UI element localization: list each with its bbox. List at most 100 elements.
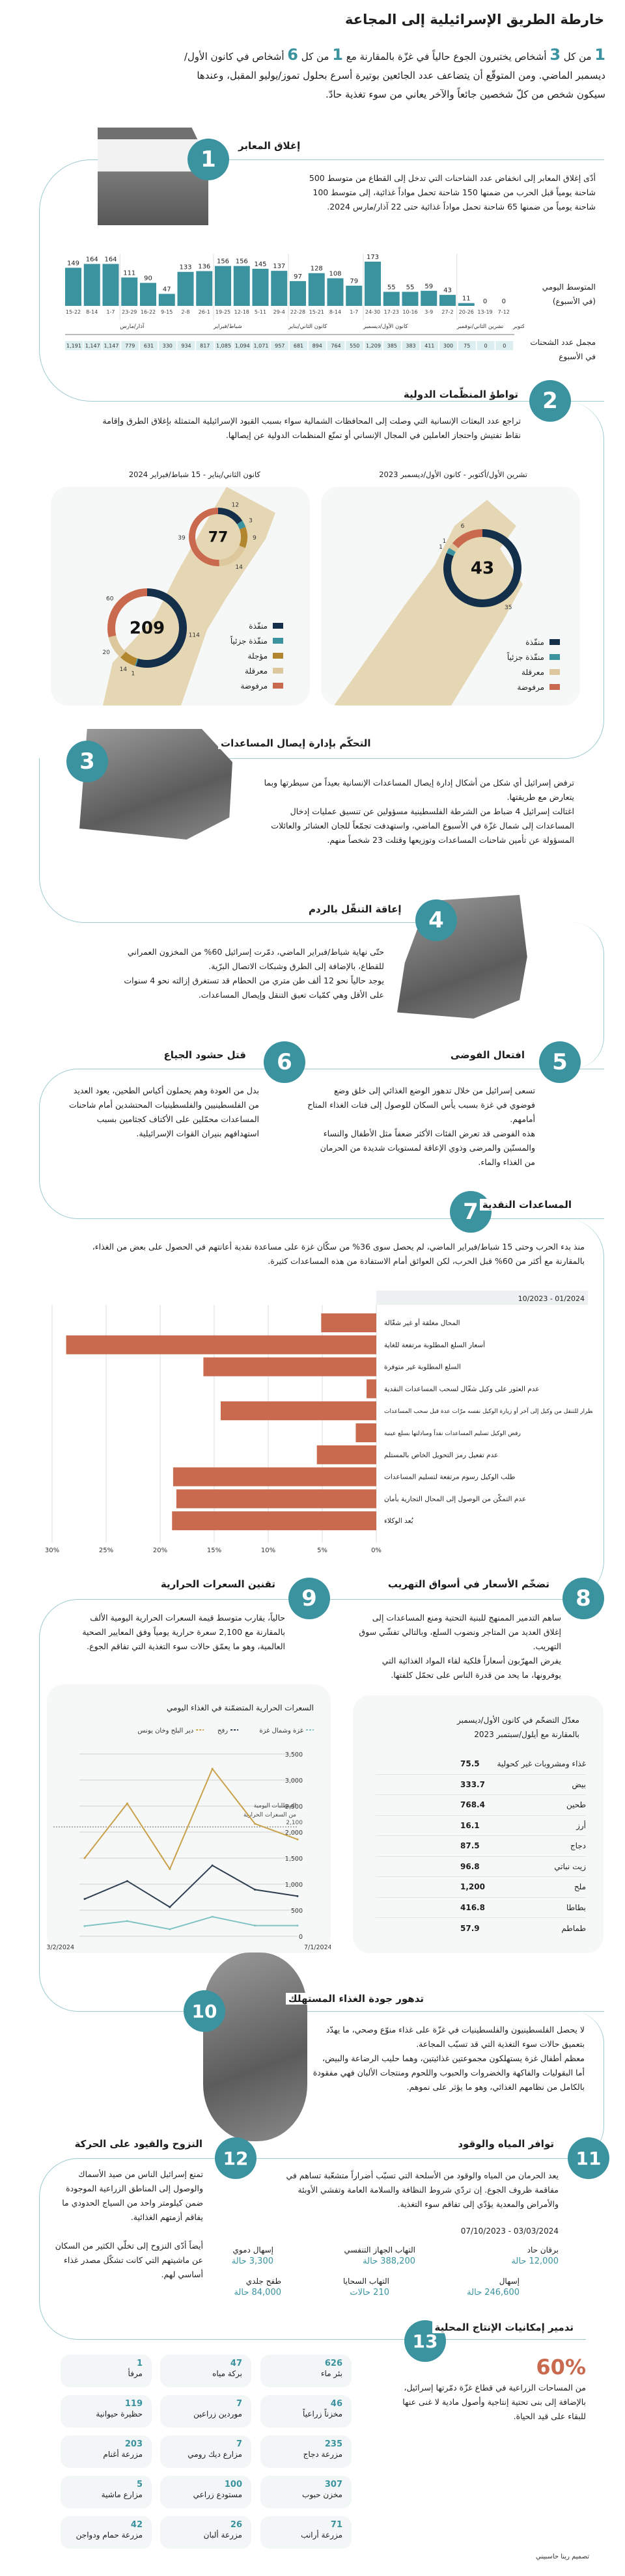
donut-slice bbox=[217, 508, 243, 525]
section-text: تسعى إسرائيل من خلال تدهور الوضع الغذائي… bbox=[307, 1084, 535, 1170]
asset-label: مزرعة دجاج bbox=[303, 2450, 342, 2459]
stat-value: 246,600 حالة bbox=[467, 2288, 520, 2297]
y-tick-label: 2,500 bbox=[285, 1803, 303, 1811]
total-cell bbox=[458, 341, 476, 350]
bar bbox=[421, 290, 438, 306]
bar-value-label: 90 bbox=[144, 275, 152, 282]
bar-value-label: 55 bbox=[387, 284, 396, 291]
total-cell bbox=[140, 341, 158, 350]
aid-truck-photo bbox=[79, 729, 232, 840]
section-text: أدّى إغلاق المعابر إلى انخفاض عدد الشاحن… bbox=[309, 173, 596, 212]
asset-label: مخزن حبوب bbox=[302, 2490, 342, 2499]
week-label: 20-26 bbox=[459, 309, 474, 315]
weekly-total-label: 411 bbox=[424, 343, 434, 349]
month-label: تشرين الأول/أكتوبر bbox=[512, 322, 524, 330]
calories-chart-panel bbox=[47, 1684, 331, 1953]
legend-swatch bbox=[549, 654, 560, 660]
paragraph: يوجد حالياً نحو 12 ألف طن متري من الحطام… bbox=[124, 976, 384, 1000]
inflation-value: 75.5 bbox=[460, 1759, 480, 1769]
total-cell bbox=[439, 341, 457, 350]
section-heading: تقنين السعرات الحرارية bbox=[158, 1578, 278, 1590]
slice-value-label: 35 bbox=[505, 605, 512, 611]
donut-total-label: 209 bbox=[130, 619, 165, 638]
frame-line bbox=[215, 2011, 604, 2159]
paragraph: هذه الفوضى قد تعرض الفئات الأكثر ضعفاً م… bbox=[320, 1129, 535, 1167]
y-tick-label: 500 bbox=[291, 1908, 303, 1915]
intro-text: أشخاص في كانون الأول/ديسمبر الماضي. ومن … bbox=[184, 51, 605, 100]
stat-value: 3,300 حالة bbox=[231, 2256, 273, 2266]
total-cell bbox=[65, 341, 83, 350]
donut-total-label: 77 bbox=[208, 529, 229, 545]
bar bbox=[439, 295, 456, 306]
legend-label: منفّذة bbox=[249, 621, 268, 631]
asset-label: مزرعة حمام ودواجن bbox=[76, 2530, 143, 2540]
intro-text: من كل bbox=[561, 51, 595, 62]
asset-count: 5 bbox=[136, 2480, 143, 2489]
weekly-total-label: 1,147 bbox=[104, 343, 119, 349]
month-label: شباط/فبراير bbox=[213, 323, 242, 330]
legend-label: غزة وشمال غزة bbox=[259, 1727, 303, 1734]
legend-label: دير البلح وخان يونس bbox=[137, 1727, 193, 1734]
chart-header-band bbox=[376, 1291, 588, 1305]
trucks-bar-chart: 14915-221,1911648-141,1471641-71,1471112… bbox=[65, 254, 524, 350]
data-point bbox=[169, 1906, 171, 1908]
section-heading: تضخّم الأسعار في أسواق التهريب bbox=[385, 1578, 552, 1590]
intro-number: 1 bbox=[594, 46, 605, 64]
series-line bbox=[84, 1915, 298, 1930]
slice-value-label: 60 bbox=[106, 596, 114, 603]
bar-value-label: 164 bbox=[86, 256, 98, 264]
bar-value-label: 11 bbox=[462, 295, 471, 303]
slice-value-label: 1 bbox=[132, 671, 135, 678]
stat-label: برقان حاد bbox=[527, 2245, 559, 2254]
section-number-badge: 8 bbox=[562, 1578, 604, 1619]
x-tick-label: 5% bbox=[317, 1547, 327, 1554]
week-label: 10-16 bbox=[402, 309, 417, 315]
bar-value-label: 43 bbox=[443, 287, 452, 294]
section-number-badge: 6 bbox=[264, 1041, 305, 1083]
asset-count: 46 bbox=[330, 2399, 342, 2409]
total-cell bbox=[402, 341, 420, 350]
bar bbox=[327, 278, 344, 306]
week-label: 24-30 bbox=[365, 309, 380, 315]
asset-count: 100 bbox=[224, 2480, 242, 2489]
section-text: ترفض إسرائيل أي شكل من أشكال إدارة إيصال… bbox=[262, 776, 574, 847]
asset-count: 203 bbox=[124, 2439, 143, 2449]
section-text: ساهم التدمير الممنهج للبنية التحتية ومنع… bbox=[353, 1611, 561, 1682]
total-cell bbox=[158, 341, 176, 350]
inflation-value: 87.5 bbox=[460, 1841, 480, 1851]
stat-value: 210 حالات bbox=[350, 2288, 389, 2297]
item-name: أرز bbox=[576, 1820, 586, 1830]
frame-line bbox=[309, 1218, 604, 1600]
legend-item: مرفوضة bbox=[230, 678, 283, 693]
item-name: بيض bbox=[572, 1779, 586, 1789]
week-label: 12-18 bbox=[234, 309, 249, 315]
bar bbox=[203, 1357, 376, 1377]
data-point bbox=[83, 1898, 86, 1900]
bar-value-label: 156 bbox=[236, 258, 248, 266]
data-point bbox=[296, 1925, 299, 1927]
legend-label: رفح bbox=[217, 1727, 228, 1734]
asset-label: موردين زراعين bbox=[193, 2409, 242, 2418]
slice-value-label: 9 bbox=[253, 535, 257, 541]
bar-category-label: عدم تفعيل رمز التحويل الخاص بالمستلم bbox=[384, 1451, 498, 1459]
slice-value-label: 1 bbox=[439, 544, 443, 551]
slice-value-label: 12 bbox=[232, 502, 239, 509]
weekly-total-label: مجمل عدد الشحنات في الأسبوع bbox=[530, 338, 596, 361]
weekly-total-label: 1,209 bbox=[366, 343, 381, 349]
bar-category-label: بُعد الوكلاء bbox=[384, 1517, 414, 1525]
legend-swatch bbox=[273, 683, 283, 689]
asset-count: 119 bbox=[124, 2399, 143, 2409]
section-heading: إغلاق المعابر bbox=[236, 140, 303, 152]
